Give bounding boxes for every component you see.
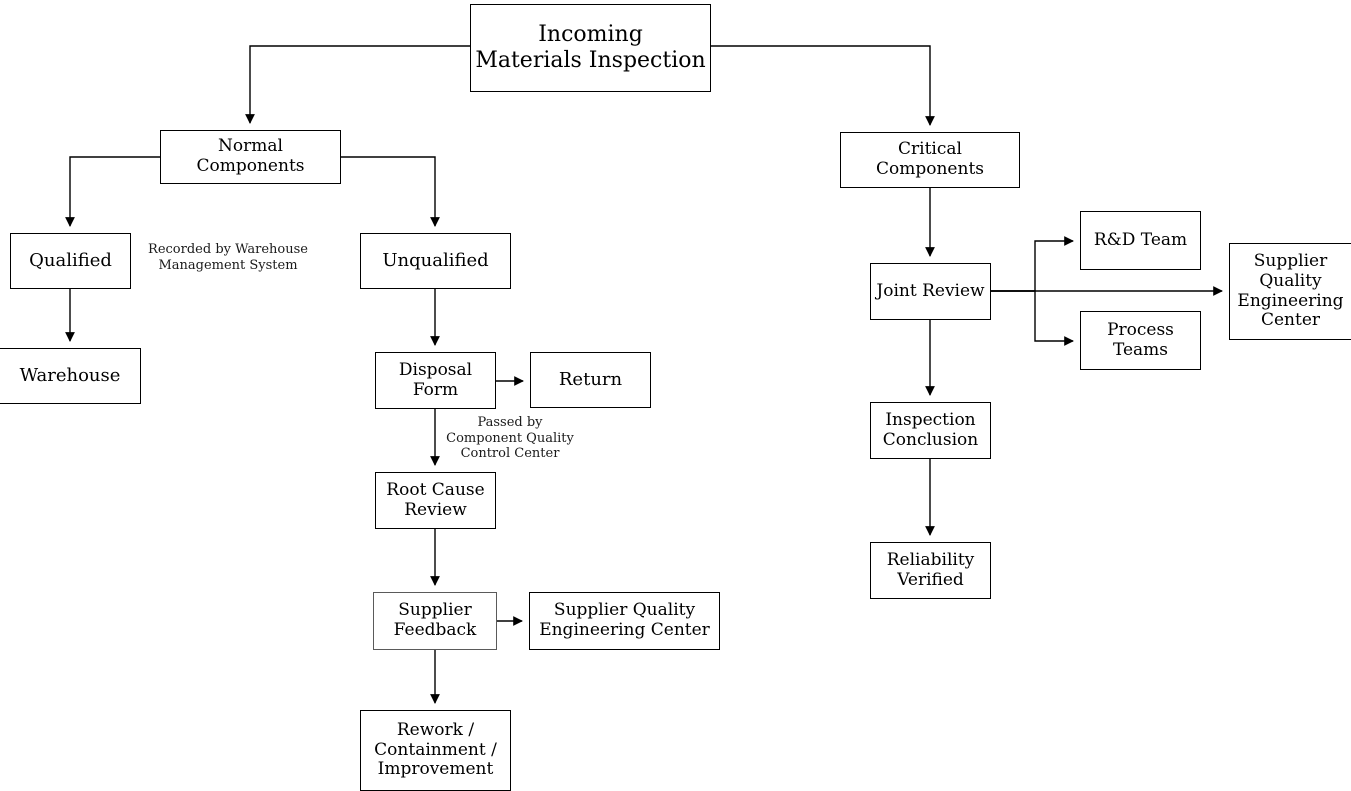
node-reliability-verified[interactable]: Reliability Verified [870, 542, 991, 599]
node-disposal-form[interactable]: Disposal Form [375, 352, 496, 409]
node-rd-team[interactable]: R&D Team [1080, 211, 1201, 270]
node-return[interactable]: Return [530, 352, 651, 408]
node-process-teams[interactable]: Process Teams [1080, 311, 1201, 370]
node-rework-containment-improvement[interactable]: Rework / Containment / Improvement [360, 710, 511, 791]
edge-label-recorded-by-warehouse-management-system: Recorded by Warehouse Management System [148, 242, 308, 273]
node-root-cause-review[interactable]: Root Cause Review [375, 472, 496, 529]
node-unqualified[interactable]: Unqualified [360, 233, 511, 289]
edge-normal-to-unqualified [341, 156, 440, 227]
node-joint-review[interactable]: Joint Review [870, 263, 991, 320]
node-normal-components[interactable]: Normal Components [160, 130, 341, 184]
edge-normal-to-qualified [65, 156, 160, 227]
node-supplier-quality-engineering-center-right[interactable]: Supplier Quality Engineering Center [1229, 243, 1351, 340]
node-supplier-quality-engineering-center-middle[interactable]: Supplier Quality Engineering Center [529, 592, 720, 650]
edge-label-passed-by-component-quality-control-center: Passed by Component Quality Control Cent… [446, 415, 574, 462]
node-qualified[interactable]: Qualified [10, 233, 131, 289]
node-supplier-feedback[interactable]: Supplier Feedback [373, 592, 497, 650]
node-warehouse[interactable]: Warehouse [0, 348, 141, 404]
node-incoming-materials-inspection[interactable]: Incoming Materials Inspection [470, 4, 711, 92]
node-critical-components[interactable]: Critical Components [840, 132, 1020, 188]
edge-joint-review-to-rd-team [990, 236, 1074, 292]
node-inspection-conclusion[interactable]: Inspection Conclusion [870, 402, 991, 459]
edge-incoming-to-normal [245, 45, 470, 124]
edge-incoming-to-critical [711, 45, 935, 126]
edge-joint-review-to-process-teams [990, 290, 1074, 346]
